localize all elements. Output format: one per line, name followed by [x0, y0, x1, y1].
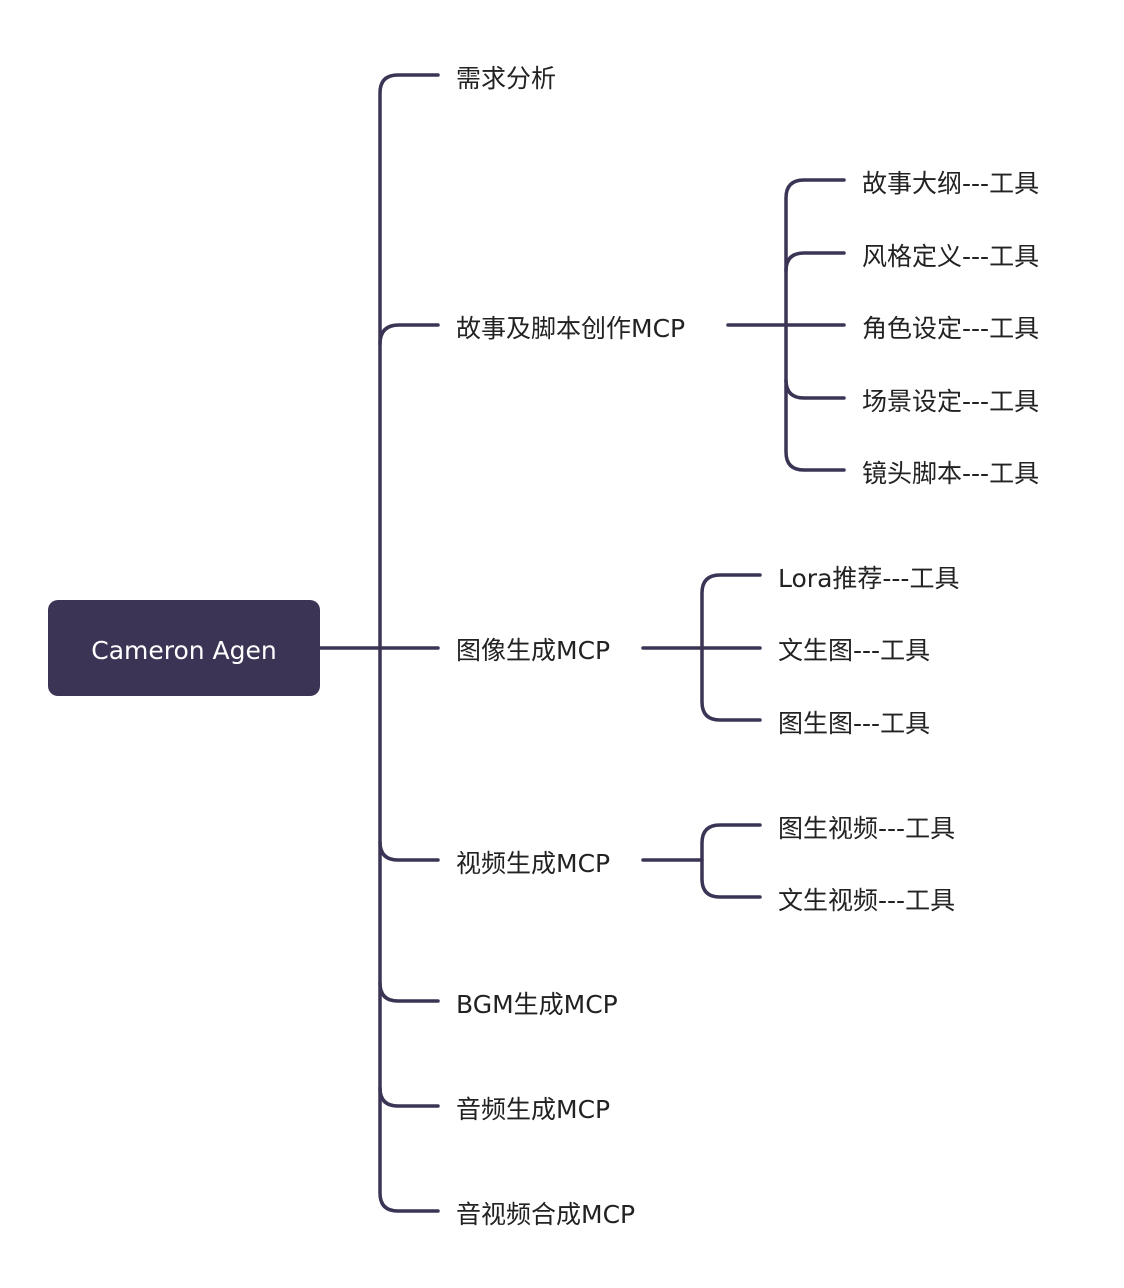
leaf-text-to-video-tool[interactable]: 文生视频---工具 [778, 886, 955, 915]
leaf-scene-setting-tool[interactable]: 场景设定---工具 [862, 387, 1039, 416]
branch-audio-gen-mcp[interactable]: 音频生成MCP [456, 1095, 610, 1124]
branch-requirements-analysis[interactable]: 需求分析 [456, 64, 556, 93]
branch-image-gen-mcp[interactable]: 图像生成MCP [456, 636, 610, 665]
root-node[interactable]: Cameron Agen [48, 600, 320, 696]
branch-bgm-gen-mcp[interactable]: BGM生成MCP [456, 990, 618, 1019]
leaf-lora-recommend-tool[interactable]: Lora推荐---工具 [778, 564, 959, 593]
leaf-character-setting-tool[interactable]: 角色设定---工具 [862, 314, 1039, 343]
branch-av-compose-mcp[interactable]: 音视频合成MCP [456, 1200, 635, 1229]
leaf-shot-script-tool[interactable]: 镜头脚本---工具 [862, 459, 1039, 488]
leaf-image-to-image-tool[interactable]: 图生图---工具 [778, 709, 930, 738]
leaf-image-to-video-tool[interactable]: 图生视频---工具 [778, 814, 955, 843]
leaf-story-outline-tool[interactable]: 故事大纲---工具 [862, 169, 1039, 198]
branch-story-script-mcp[interactable]: 故事及脚本创作MCP [456, 314, 685, 343]
leaf-style-definition-tool[interactable]: 风格定义---工具 [862, 242, 1039, 271]
root-label: Cameron Agen [91, 636, 277, 665]
leaf-text-to-image-tool[interactable]: 文生图---工具 [778, 636, 930, 665]
branch-video-gen-mcp[interactable]: 视频生成MCP [456, 849, 610, 878]
connector-lines [318, 73, 846, 1213]
